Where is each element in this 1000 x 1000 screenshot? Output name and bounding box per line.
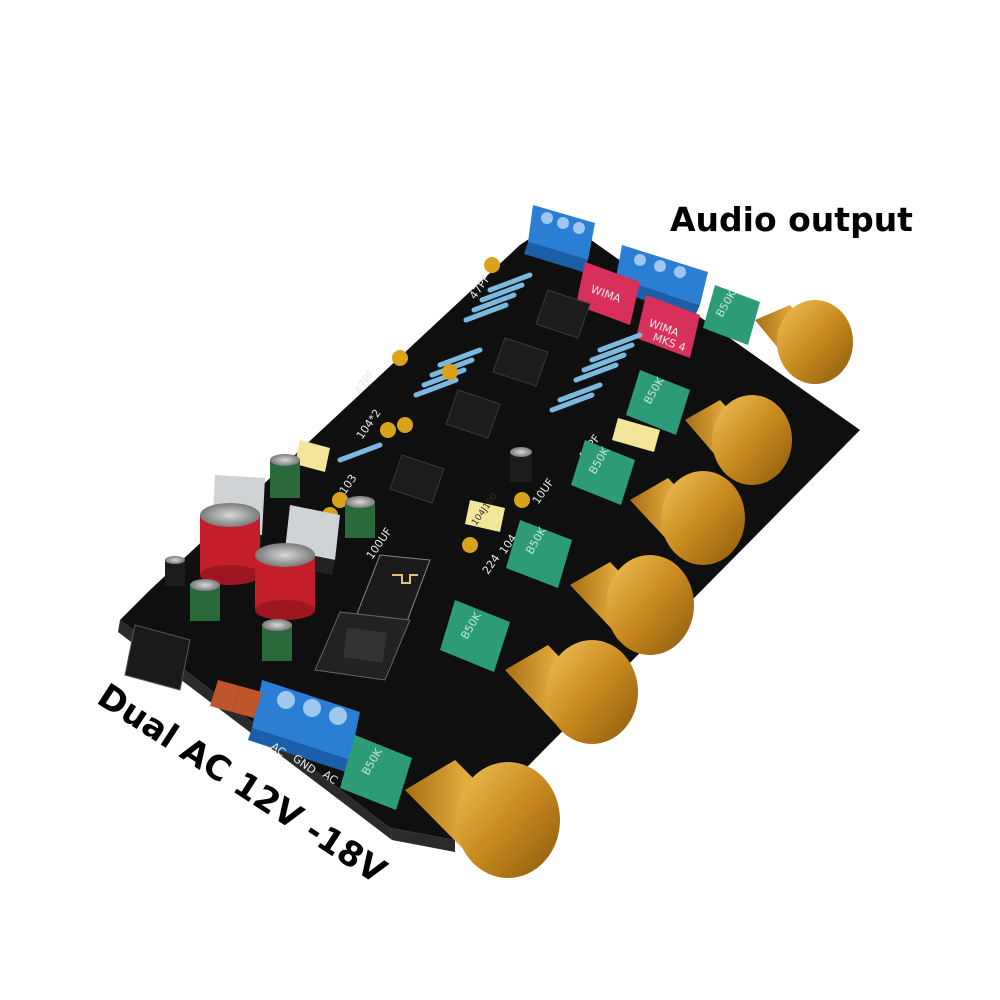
bluetooth-module [314,554,431,681]
film-capacitors [295,418,660,532]
knob-5 [505,640,638,744]
pot-5: B50K [440,600,510,672]
audio-output-label: Audio output [670,200,913,239]
knob-6 [405,760,560,878]
pot-2: B50K [626,370,690,435]
opamp-chips [389,289,591,504]
resistor-array [337,272,643,463]
pot-3: B50K [571,440,635,505]
pot-4: B50K [506,520,572,588]
knobs [405,300,853,878]
knob-1 [755,300,853,384]
pot-1: B50K [703,285,760,345]
pot-6: B50K [340,735,412,810]
knob-3 [630,471,745,565]
power-terminal-block: AC GND AC [248,680,360,787]
electrolytic-capacitors [165,447,532,661]
potentiometers: B50K B50K B50K B50K B50K B50K [340,285,760,810]
power-components [124,624,262,718]
output-terminal-blocks [524,205,708,316]
wima-capacitors: WIMA WIMA MKS 4 [576,262,700,358]
knob-4 [570,555,694,655]
ceramic-capacitors [322,257,530,553]
knob-2 [685,395,792,485]
